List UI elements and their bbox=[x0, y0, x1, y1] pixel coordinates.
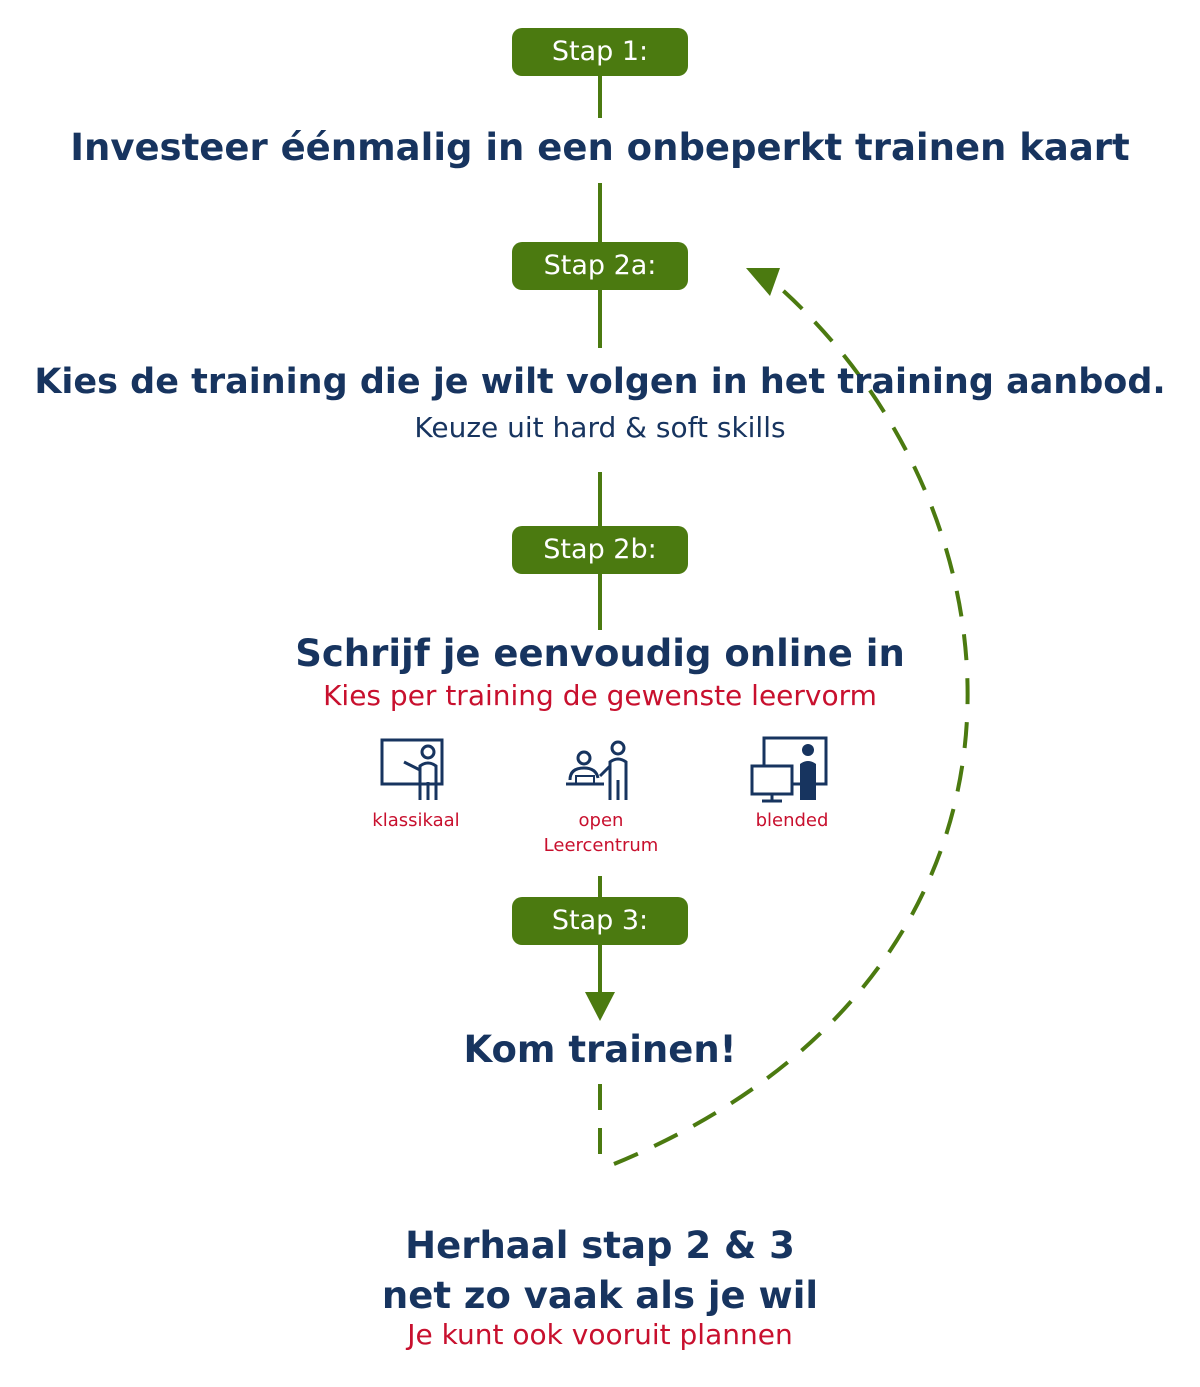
label-line: open bbox=[578, 810, 624, 831]
learning-center-icon bbox=[560, 736, 640, 806]
step-3-title: Kom trainen! bbox=[463, 1028, 737, 1071]
step-2b-badge: Stap 2b: bbox=[512, 526, 688, 574]
classroom-presenter-icon bbox=[378, 736, 458, 806]
repeat-subtitle-text: Je kunt ook vooruit plannen bbox=[407, 1318, 793, 1351]
learning-form-label-leercentrum: open Leercentrum bbox=[511, 808, 691, 858]
blended-computer-icon bbox=[750, 736, 830, 806]
label-line: Leercentrum bbox=[543, 835, 659, 856]
step-2a-badge: Stap 2a: bbox=[512, 242, 688, 290]
arrow-head-icon bbox=[746, 268, 780, 296]
step-2a-subtitle: Keuze uit hard & soft skills bbox=[414, 411, 786, 444]
step-2b-title: Schrijf je eenvoudig online in bbox=[295, 632, 905, 675]
repeat-line-2: net zo vaak als je wil bbox=[381, 1274, 819, 1317]
step-1-badge: Stap 1: bbox=[512, 28, 688, 76]
step-3-badge: Stap 3: bbox=[512, 897, 688, 945]
step-1-title: Investeer éénmalig in een onbeperkt trai… bbox=[70, 126, 1130, 169]
step-2a-title: Kies de training die je wilt volgen in h… bbox=[34, 362, 1166, 402]
label-line: klassikaal bbox=[372, 810, 460, 831]
learning-form-label-klassikaal: klassikaal bbox=[326, 808, 506, 833]
step-2b-subtitle: Kies per training de gewenste leervorm bbox=[323, 679, 877, 712]
repeat-loop-arrow bbox=[613, 284, 970, 1166]
arrow-down-icon bbox=[585, 992, 615, 1021]
learning-form-label-blended: blended bbox=[702, 808, 882, 833]
repeat-line-1: Herhaal stap 2 & 3 bbox=[405, 1224, 795, 1267]
label-line: blended bbox=[755, 810, 829, 831]
